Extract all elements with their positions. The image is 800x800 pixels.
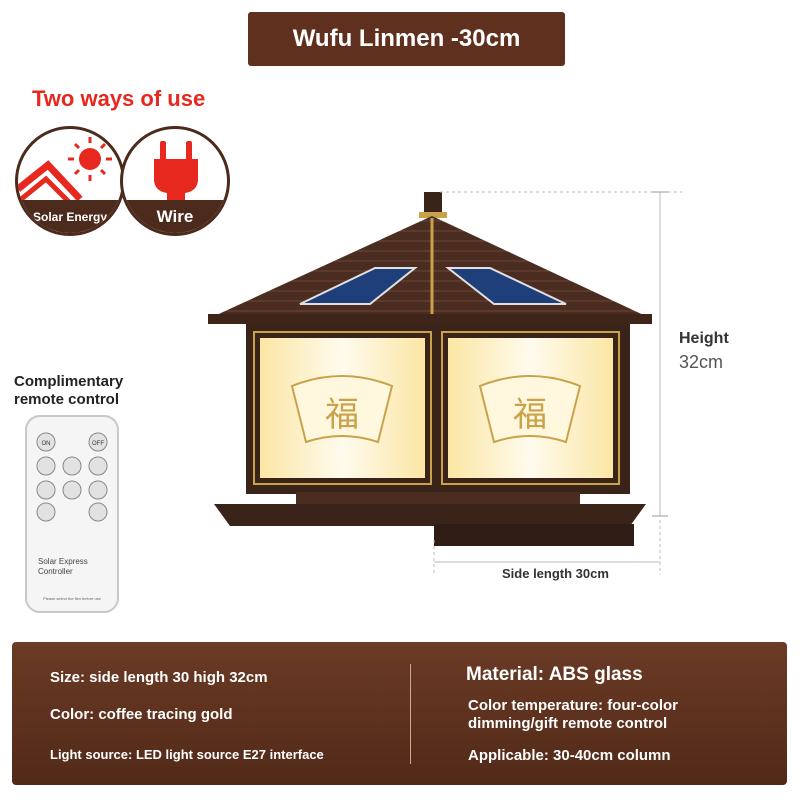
lamp-character-right: 福	[513, 395, 547, 435]
spec-color-temp-line1: Color temperature: four-color	[468, 697, 679, 714]
spec-color-temp-line2: dimming/gift remote control	[468, 715, 668, 732]
solar-energy-option: Solar Energy	[15, 126, 125, 236]
remote-brand-line2: Controller	[38, 567, 73, 576]
remote-caption: Complimentary remote control	[14, 373, 124, 408]
page-title: Wufu Linmen -30cm	[292, 25, 521, 52]
spec-divider	[410, 664, 411, 764]
spec-material: Material: ABS glass	[466, 664, 643, 685]
lamp-character-left: 福	[325, 395, 359, 435]
wire-label: Wire	[123, 200, 227, 233]
lamp-illustration: 福 福	[208, 192, 652, 546]
solar-energy-label: Solar Energy	[18, 200, 122, 233]
power-plug-icon	[154, 141, 198, 203]
remote-note: Please select the film before use	[43, 596, 102, 601]
ways-of-use-label: Two ways of use	[32, 86, 206, 111]
spec-size: Size: side length 30 high 32cm	[50, 669, 268, 686]
height-value: 32cm	[679, 352, 724, 372]
title-banner: Wufu Linmen -30cm	[248, 12, 565, 66]
spec-panel: Size: side length 30 high 32cm Color: co…	[12, 642, 787, 785]
spec-color: Color: coffee tracing gold	[50, 706, 233, 723]
remote-on-button: ON	[42, 441, 51, 447]
spec-light-source: Light source: LED light source E27 inter…	[50, 747, 324, 762]
dimension-lines	[433, 191, 682, 575]
wire-option: Wire	[120, 126, 230, 236]
solar-sun-icon	[18, 137, 112, 211]
height-label: Height	[679, 330, 729, 347]
remote-off-button: OFF	[92, 441, 104, 447]
spec-applicable: Applicable: 30-40cm column	[468, 747, 671, 764]
remote-brand-line1: Solar Express	[38, 557, 88, 566]
remote-control: ON OFF Solar Express Controller Please s…	[25, 415, 119, 613]
side-length-label: Side length 30cm	[502, 566, 609, 581]
